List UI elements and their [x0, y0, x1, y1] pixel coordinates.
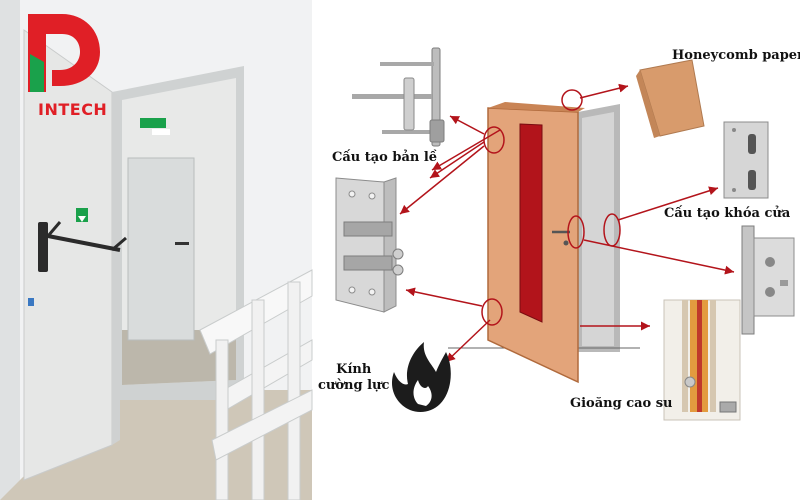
label-honeycomb-paper: Honeycomb paper [672, 48, 800, 63]
label-lock-structure: Cấu tạo khóa cửa [664, 206, 791, 221]
inner-door [127, 157, 195, 341]
intech-logo [28, 14, 100, 92]
rubber-gasket-sample [663, 299, 741, 421]
callout-hinge-bottom [481, 298, 503, 326]
door-glass [519, 123, 543, 323]
label-tempered-glass: Kính cường lực [318, 362, 389, 394]
ceiling-light [152, 129, 170, 135]
callout-honeycomb [561, 89, 583, 111]
callout-lock [567, 215, 585, 249]
floor [0, 390, 312, 500]
brand-name: INTECH [38, 100, 108, 119]
panic-bar-housing [38, 222, 48, 272]
honeycomb-paper-sample [636, 59, 705, 138]
panic-bar [47, 234, 121, 252]
wall-edge [0, 0, 20, 500]
label-tempered-glass-line1: Kính [336, 362, 372, 377]
hinge-plate [335, 177, 404, 313]
hinge-pins [352, 47, 445, 147]
lock-strike-plate [723, 121, 769, 199]
stair-railing [199, 269, 313, 500]
label-tempered-glass-line2: cường lực [318, 378, 390, 393]
mortise-lock-body [741, 225, 795, 335]
fire-icon [391, 342, 451, 412]
exit-arrow-sticker [76, 208, 88, 222]
inner-door-handle [175, 242, 189, 245]
door-edge [112, 92, 120, 445]
callout-arrows [399, 83, 735, 363]
label-rubber-gasket: Gioăng cao su [570, 396, 673, 411]
label-hinge-structure: Cấu tạo bản lề [332, 150, 438, 165]
exit-sign-icon [140, 118, 166, 128]
door-tag [28, 298, 34, 306]
